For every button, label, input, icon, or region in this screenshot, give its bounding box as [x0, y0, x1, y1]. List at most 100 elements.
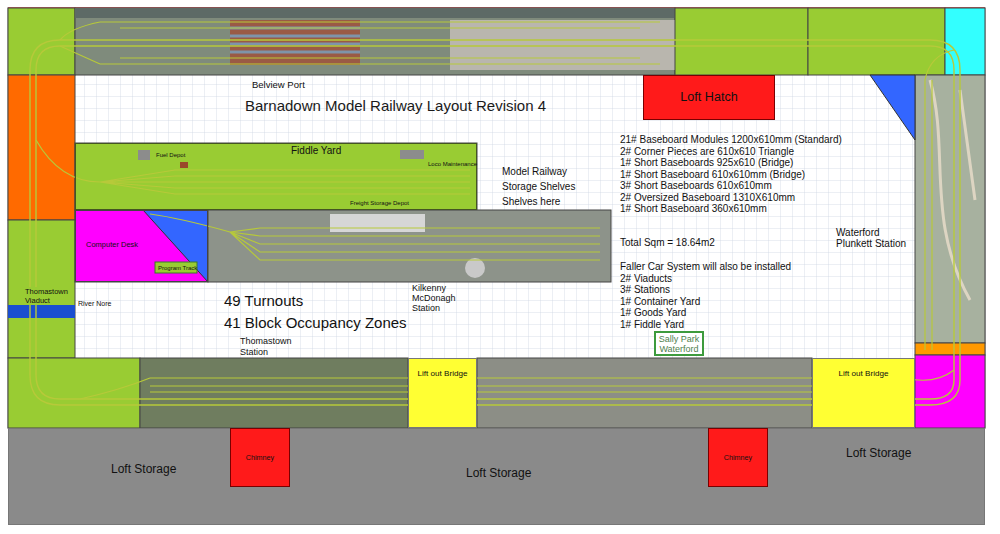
baseboard: [8, 75, 75, 220]
loft-hatch: Loft Hatch: [643, 75, 775, 120]
text-slot: 3# Stations: [620, 284, 670, 295]
text-slot: Program Track: [158, 265, 197, 272]
layout-label: Loco Maintenance: [428, 161, 477, 168]
layout-label: Faller Car System will also be installed: [620, 261, 791, 272]
board-title: Fiddle Yard: [290, 145, 342, 157]
layout-label: 2# Oversized Baseboard 1310X610mm: [620, 192, 795, 203]
station-tag-label: Sally Park Waterford: [656, 334, 702, 354]
text-slot: 41 Block Occupancy Zones: [224, 314, 407, 332]
fuel-depot-building: [138, 150, 150, 160]
port-sidings: [60, 22, 660, 64]
loft-storage-band: Loft StorageLoft StorageLoft StorageChim…: [8, 428, 985, 525]
layout-label: River Nore: [78, 300, 111, 308]
text-slot: 1# Short Baseboard 360x610mm: [620, 203, 767, 214]
text-slot: 1# Goods Yard: [620, 307, 686, 318]
aerial-roads: [930, 80, 975, 300]
layout-label: 1# Short Baseboard 610x610mm (Bridge): [620, 169, 805, 180]
text-slot: 21# Baseboard Modules 1200x610mm (Standa…: [620, 134, 842, 145]
layout-label: Fuel Depot: [156, 152, 185, 159]
text-slot: Thomastown Viaduct: [24, 287, 74, 305]
text-slot: Kilkenny McDonagh Station: [412, 283, 474, 313]
loco-shed: [400, 150, 424, 159]
text-slot: Model Railway Storage Shelves Shelves he…: [502, 164, 582, 209]
text-slot: Lift out Bridge: [409, 368, 476, 379]
layout-label: Waterford Plunkett Station: [836, 227, 916, 249]
layout-label: 1# Short Baseboards 925x610 (Bridge): [620, 157, 793, 168]
fiddle-yard-tracks: [36, 140, 470, 194]
corner-triangle: [870, 75, 915, 140]
fuel-tank: [180, 162, 188, 168]
baseboard: [675, 8, 808, 75]
text-slot: River Nore: [78, 300, 111, 308]
layout-label: Freight Storage Depot: [350, 200, 409, 207]
text-slot: Chimney: [231, 453, 289, 463]
chimney: Chimney: [708, 428, 768, 487]
text-slot: 3# Short Baseboards 610x610mm: [620, 180, 772, 191]
text-slot: 2# Oversized Baseboard 1310X610mm: [620, 192, 795, 203]
corner-triangle: [143, 210, 208, 282]
text-slot: Loco Maintenance: [428, 161, 477, 168]
layout-label: 21# Baseboard Modules 1200x610mm (Standa…: [620, 134, 842, 145]
text-slot: Faller Car System will also be installed: [620, 261, 791, 272]
layout-label: 1# Container Yard: [620, 296, 700, 307]
layout-label: 1# Fiddle Yard: [620, 319, 684, 330]
storage-label: Loft Storage: [846, 446, 911, 460]
layout-label: 3# Stations: [620, 284, 670, 295]
station-roof: [330, 214, 425, 232]
station-tracks: [150, 214, 600, 260]
text-slot: 1# Short Baseboards 925x610 (Bridge): [620, 157, 793, 168]
baseboard: [8, 8, 75, 75]
text-slot: Loft Storage: [466, 466, 531, 480]
layout-label: 3# Short Baseboards 610x610mm: [620, 180, 772, 191]
text-slot: Loft Storage: [111, 462, 176, 476]
grid-floor: [8, 8, 985, 428]
aerial-water: [75, 8, 675, 18]
text-slot: 1# Fiddle Yard: [620, 319, 684, 330]
layout-label: Thomastown Station: [240, 336, 302, 357]
text-slot: Belview Port: [252, 79, 305, 90]
layout-label: 1# Short Baseboard 360x610mm: [620, 203, 767, 214]
text-slot: Fuel Depot: [156, 152, 185, 159]
layout-label: Thomastown Viaduct: [24, 287, 74, 305]
round-building: [465, 258, 485, 278]
layout-label: 49 Turnouts: [224, 292, 303, 310]
text-slot: Loft Hatch: [644, 89, 774, 106]
fiddle-yard-board: Fiddle Yard: [75, 143, 477, 210]
layout-label: 2# Corner Pieces are 610x610 Triangle: [620, 146, 794, 157]
chimney-label: Chimney: [231, 453, 289, 463]
layout-label: Kilkenny McDonagh Station: [412, 283, 474, 313]
aerial-photo: [140, 358, 408, 428]
hatch-label: Loft Hatch: [644, 89, 774, 106]
text-slot: Freight Storage Depot: [350, 200, 409, 207]
chimney-label: Chimney: [709, 453, 767, 463]
aerial-photo: [75, 8, 675, 75]
text-slot: Sally Park Waterford: [656, 334, 702, 354]
aerial-photo: [477, 358, 812, 428]
layout-label: Model Railway Storage Shelves Shelves he…: [502, 164, 582, 209]
text-slot: 49 Turnouts: [224, 292, 303, 310]
desk-label: Computer Desk: [86, 240, 138, 249]
text-slot: Barnadown Model Railway Layout Revision …: [245, 97, 546, 115]
text-slot: Fiddle Yard: [290, 145, 342, 157]
layout-label: 41 Block Occupancy Zones: [224, 314, 407, 332]
text-slot: Lift out Bridge: [813, 368, 914, 379]
layout-label: 2# Viaducts: [620, 273, 672, 284]
text-slot: Loft Storage: [846, 446, 911, 460]
bridge-label: Lift out Bridge: [409, 368, 476, 379]
bridge-label: Lift out Bridge: [813, 368, 914, 379]
storage-label: Loft Storage: [111, 462, 176, 476]
program-track-label: Program Track: [158, 265, 197, 272]
layout-label: 1# Goods Yard: [620, 307, 686, 318]
text-slot: Thomastown Station: [240, 336, 302, 357]
station-tag: Sally Park Waterford: [654, 331, 704, 356]
chimney: Chimney: [230, 428, 290, 487]
river-band: [8, 305, 75, 318]
layout-title: Barnadown Model Railway Layout Revision …: [245, 97, 546, 115]
baseboard: [8, 220, 75, 358]
layout-label: Belview Port: [252, 79, 305, 90]
lift-out-bridge: Lift out Bridge: [408, 358, 477, 428]
text-slot: Total Sqm = 18.64m2: [620, 237, 715, 248]
waterford-platform-tracks: [925, 50, 954, 350]
text-slot: 2# Viaducts: [620, 273, 672, 284]
